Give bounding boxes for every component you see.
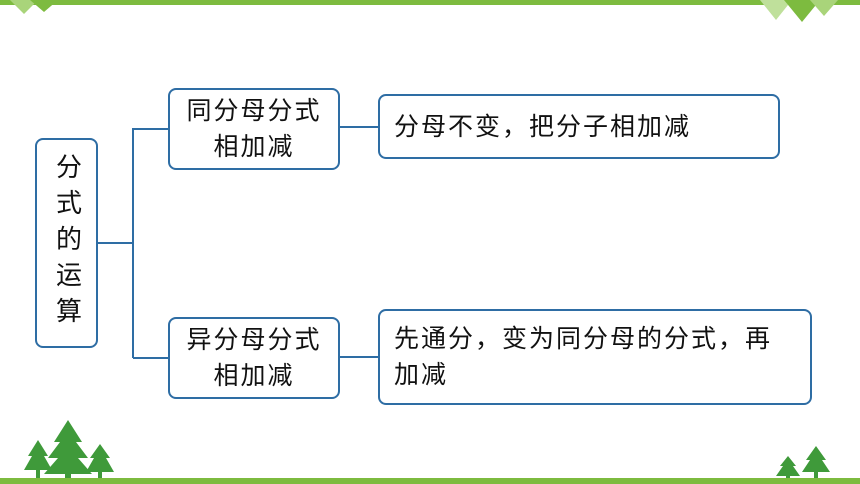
bottom-green-bar [0,478,860,484]
rule-node-different-denominator: 先通分，变为同分母的分式，再加减 [378,309,812,405]
branch-node-different-denominator: 异分母分式相加减 [168,317,340,399]
rule-text: 先通分，变为同分母的分式，再加减 [394,324,773,389]
branch-label: 同分母分式相加减 [186,96,322,161]
pine-trees-right-icon [776,446,830,479]
root-node: 分式的运算 [35,138,98,348]
top-left-triangle-ornament [10,0,58,14]
rule-text: 分母不变，把分子相加减 [394,111,692,141]
pine-trees-left-icon [24,420,114,480]
top-right-triangle-ornament [760,0,838,22]
branch-node-same-denominator: 同分母分式相加减 [168,88,340,170]
root-label: 分式的运算 [51,153,82,333]
top-green-bar [0,0,860,5]
rule-node-same-denominator: 分母不变，把分子相加减 [378,94,780,159]
branch-label: 异分母分式相加减 [186,325,322,390]
